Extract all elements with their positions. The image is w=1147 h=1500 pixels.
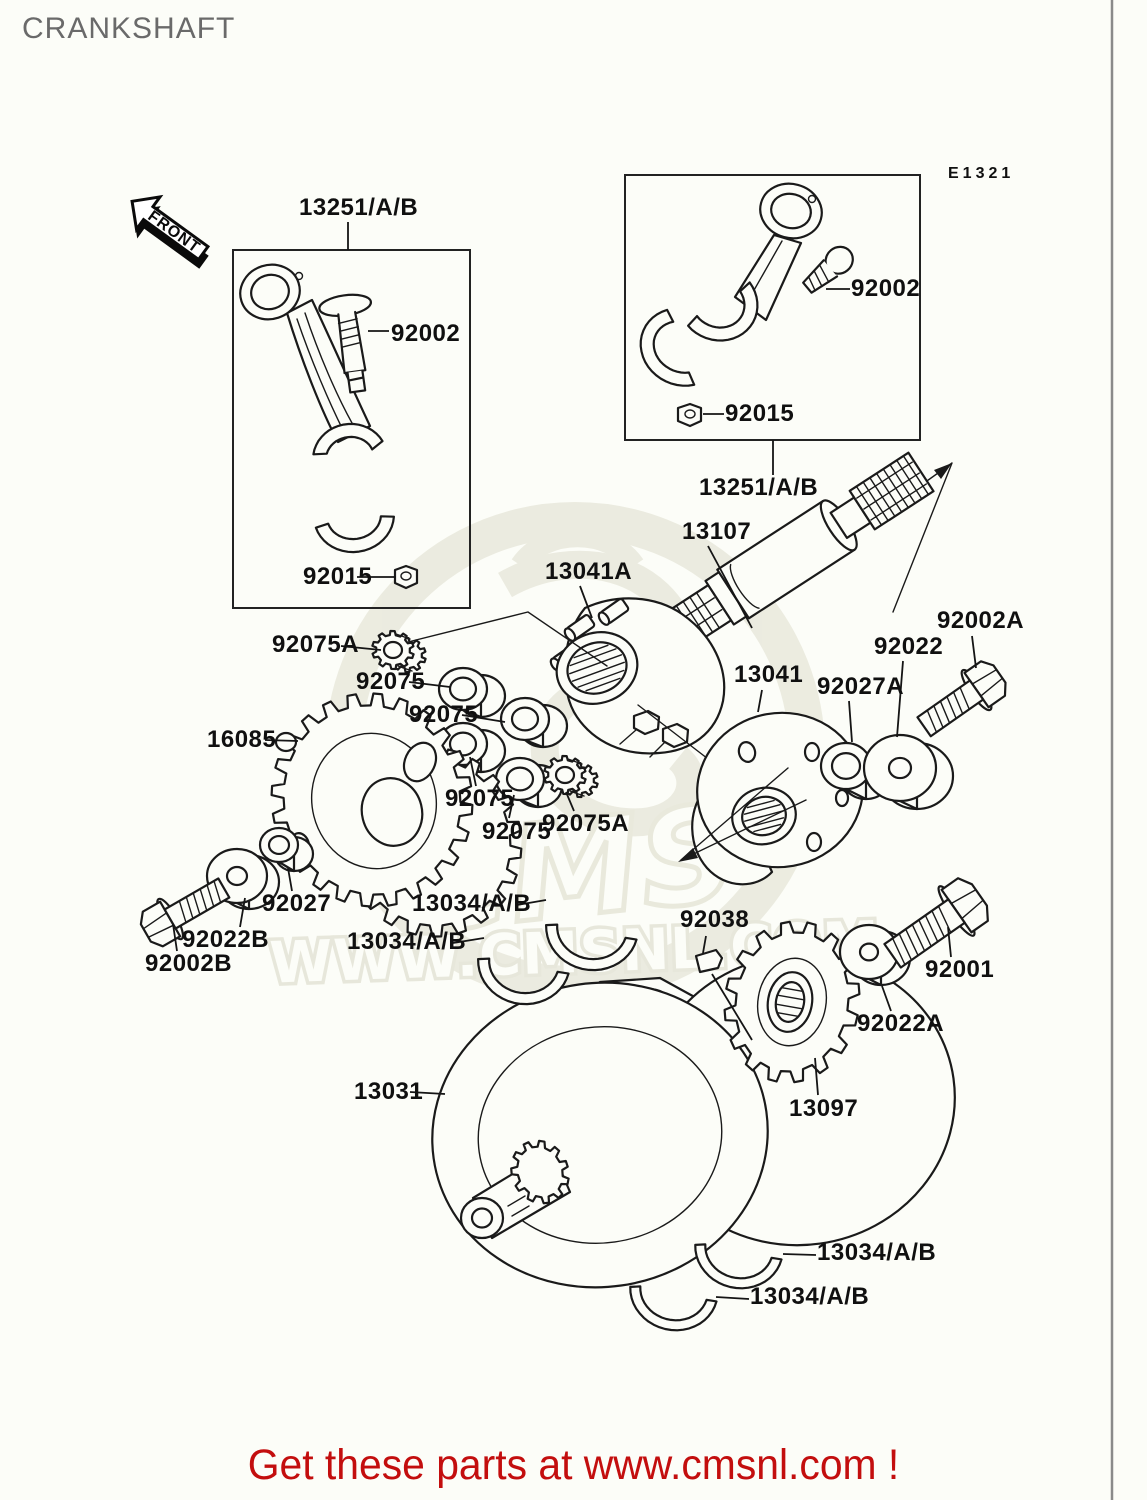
part-label-92075A: 92075A [272, 631, 360, 658]
bearing-bushings-art [371, 629, 599, 809]
rod-nut-art [676, 402, 703, 428]
part-label-92015: 92015 [303, 563, 373, 590]
bearing-shell-art [629, 1285, 718, 1332]
connecting-rod-right-art [639, 182, 854, 428]
part-label-13041: 13041 [734, 661, 804, 688]
part-label-92038: 92038 [680, 906, 750, 933]
bearing-shell-art [545, 923, 638, 972]
part-label-92075: 92075 [445, 785, 515, 812]
front-direction-marker: FRONT [130, 194, 211, 269]
rod-bolt-art [802, 245, 854, 294]
part-label-13034-A-B: 13034/A/B [817, 1239, 937, 1266]
rod-bolt-art [318, 293, 373, 394]
right-fasteners-art [819, 660, 1007, 811]
part-label-13034-A-B: 13034/A/B [750, 1283, 870, 1310]
part-label-13251-A-B: 13251/A/B [299, 194, 419, 221]
woodruff-key-art [694, 948, 724, 974]
part-label-92022A: 92022A [857, 1010, 945, 1037]
bearing-shell-art [477, 957, 570, 1006]
part-label-92002A: 92002A [937, 607, 1025, 634]
rod-nut-art [393, 564, 419, 590]
part-label-13031: 13031 [354, 1078, 424, 1105]
pointer-line [637, 704, 713, 763]
part-label-92075: 92075 [482, 818, 552, 845]
page-title: CRANKSHAFT [22, 12, 236, 45]
output-sprocket-art [723, 920, 861, 1084]
part-label-92075: 92075 [356, 668, 426, 695]
part-label-13034-A-B: 13034/A/B [412, 890, 532, 917]
part-label-92075: 92075 [409, 701, 479, 728]
sprocket-fasteners-art [838, 877, 989, 987]
inset-box-left [232, 249, 471, 609]
front-arrow-icon [130, 194, 211, 262]
part-label-92022: 92022 [874, 633, 944, 660]
part-label-92002B: 92002B [145, 950, 233, 977]
part-label-92075A: 92075A [542, 810, 630, 837]
part-label-13034-A-B: 13034/A/B [347, 928, 467, 955]
part-label-E1321: E1321 [948, 165, 1015, 182]
part-label-92002: 92002 [391, 320, 461, 347]
crankshaft-art [431, 953, 956, 1289]
part-label-92002: 92002 [851, 275, 921, 302]
promo-banner-link[interactable]: Get these parts at www.cmsnl.com ! [247, 1441, 900, 1489]
connecting-rod-left-art [239, 263, 419, 590]
part-label-92015: 92015 [725, 400, 795, 427]
part-label-92027: 92027 [262, 890, 332, 917]
pointer-line [407, 611, 608, 667]
left-fasteners-art [139, 826, 315, 948]
part-label-16085: 16085 [207, 726, 277, 753]
leader-lines [172, 222, 977, 1300]
bearing-shell-art [694, 1243, 783, 1290]
part-label-13041A: 13041A [545, 558, 633, 585]
part-label-92001: 92001 [925, 956, 995, 983]
part-label-92027A: 92027A [817, 673, 905, 700]
part-label-13251-A-B: 13251/A/B [699, 474, 819, 501]
part-label-92022B: 92022B [182, 926, 270, 953]
direction-arrow-lower [678, 767, 807, 862]
part-label-13107: 13107 [682, 518, 752, 545]
crank-web-left-art [549, 597, 726, 758]
part-label-13097: 13097 [789, 1095, 859, 1122]
